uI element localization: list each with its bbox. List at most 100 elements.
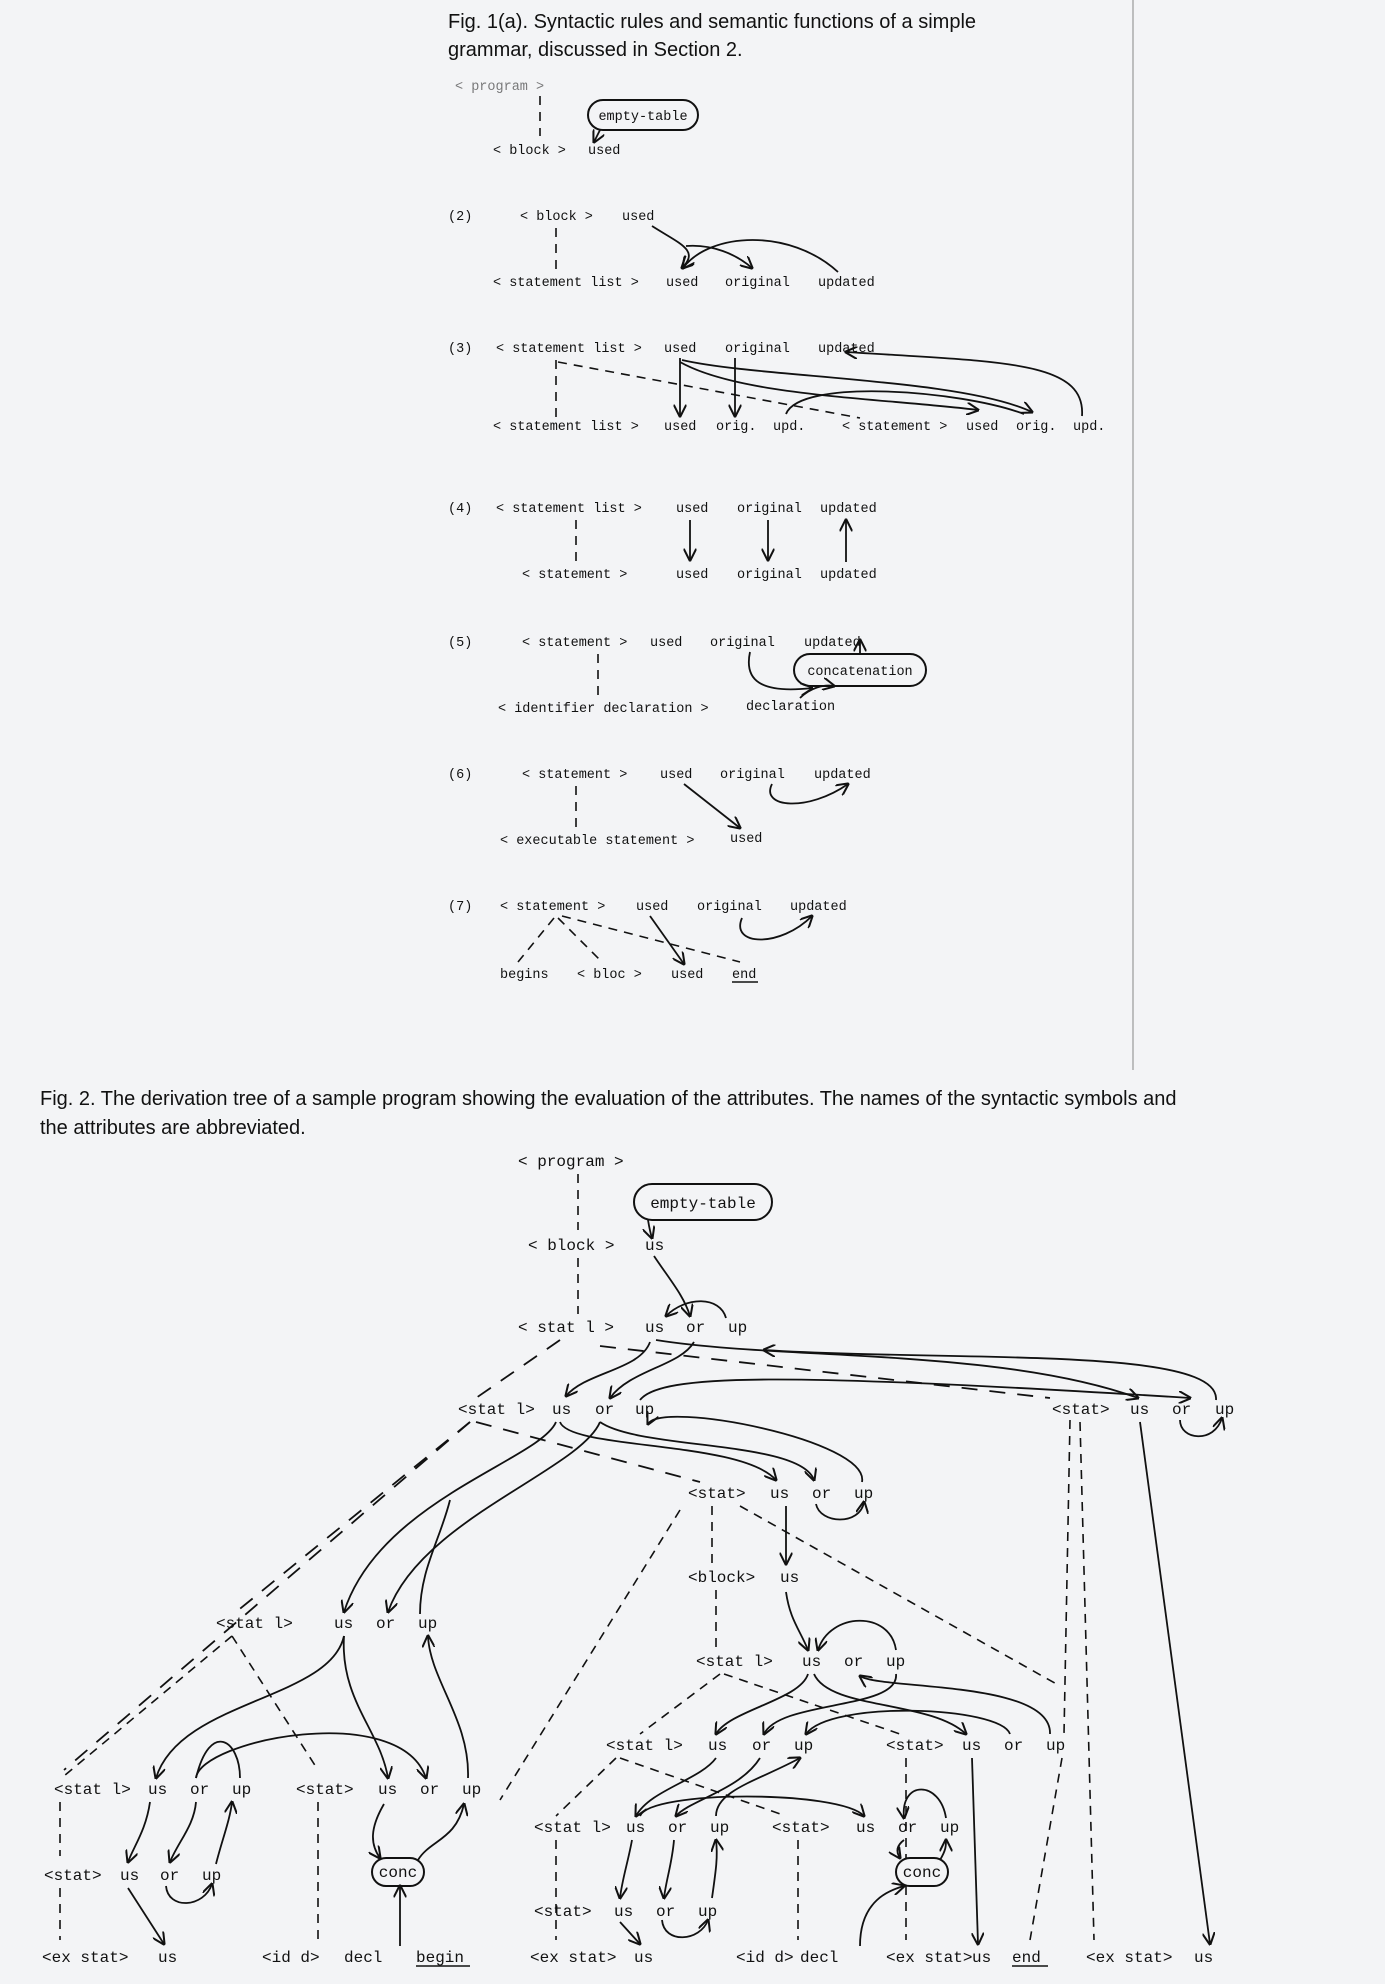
fig2-ex-stat-2-us: us — [634, 1949, 653, 1967]
rule3-number: (3) — [448, 342, 472, 357]
rule3-used: used — [664, 342, 696, 357]
fig2-stat-right: <stat> — [1052, 1401, 1110, 1419]
fig2-ex-stat-2: <ex stat> — [530, 1949, 616, 1967]
fig2-id-d-2: <id d> — [736, 1949, 794, 1967]
fig2-r5-or: or — [668, 1819, 687, 1837]
rule4-statement-list: < statement list > — [496, 502, 642, 517]
fig2-stat-l-b1: <stat l> — [696, 1653, 773, 1671]
rule2-number: (2) — [448, 210, 472, 225]
fig1-rule4: (4) < statement list > used original upd… — [448, 502, 877, 583]
fig2-ex-stat-1: <ex stat> — [42, 1949, 128, 1967]
fig2-r4b-or: or — [1004, 1737, 1023, 1755]
fig2-r6-or: or — [656, 1903, 675, 1921]
fig2-caption-line1: Fig. 2. The derivation tree of a sample … — [40, 1088, 1177, 1110]
rule3-upd-rhs1: upd. — [773, 420, 805, 435]
fig2-b1-or: or — [844, 1653, 863, 1671]
fig2-stat-r6: <stat> — [534, 1903, 592, 1921]
fig2-conc-left: conc — [379, 1864, 417, 1882]
rule3-updated: updated — [818, 342, 875, 357]
fig2-l4b-or: or — [420, 1781, 439, 1799]
fig2-r4-or: or — [752, 1737, 771, 1755]
fig2-stat-l-root: < stat l > — [518, 1319, 614, 1337]
fig2-stat-l-4: <stat l> — [54, 1781, 131, 1799]
fig2-stat-r4b: <stat> — [886, 1737, 944, 1755]
rule3-statement-list-rhs: < statement list > — [493, 420, 639, 435]
rule7-original: original — [697, 900, 762, 915]
fig2-ex-stat-4: <ex stat> — [1086, 1949, 1172, 1967]
fig2-l3-or: or — [376, 1615, 395, 1633]
rule7-updated: updated — [790, 900, 847, 915]
fig2-b1-up: up — [886, 1653, 905, 1671]
rule3-used-rhs1: used — [664, 420, 696, 435]
rule5-original: original — [710, 636, 775, 651]
fig2-l3-up: up — [418, 1615, 437, 1633]
rule2-statement-list: < statement list > — [493, 276, 639, 291]
rule5-statement: < statement > — [522, 636, 627, 651]
fig2-stat-l4b: <stat> — [296, 1781, 354, 1799]
rule2-used-rhs: used — [666, 276, 698, 291]
rule6-used: used — [660, 768, 692, 783]
fig2-decl-1: decl — [344, 1949, 382, 1967]
rule5-identifier-declaration: < identifier declaration > — [498, 702, 709, 717]
fig2-empty-table-label: empty-table — [650, 1195, 756, 1213]
rule3-original: original — [725, 342, 790, 357]
fig2-stat-l-2: <stat l> — [458, 1401, 535, 1419]
fig2-r6-us: us — [614, 1903, 633, 1921]
fig2-stat-l-3: <stat l> — [216, 1615, 293, 1633]
rule7-number: (7) — [448, 900, 472, 915]
fig2-l5-or: or — [160, 1867, 179, 1885]
rule5-updated: updated — [804, 636, 861, 651]
rule6-statement: < statement > — [522, 768, 627, 783]
rule7-used: used — [636, 900, 668, 915]
fig2-block: < block > — [528, 1237, 614, 1255]
fig2-l1-us: us — [645, 1319, 664, 1337]
rule5-declaration: declaration — [746, 700, 835, 715]
fig2-program: < program > — [518, 1153, 624, 1171]
rule4-used: used — [676, 502, 708, 517]
fig2-r6-up: up — [698, 1903, 717, 1921]
rule3-upd-rhs2: upd. — [1073, 420, 1105, 435]
rule2-original: original — [725, 276, 790, 291]
rule6-original: original — [720, 768, 785, 783]
fig2-block2: <block> — [688, 1569, 755, 1587]
fig2-block-us: us — [645, 1237, 664, 1255]
rule1-used: used — [588, 144, 620, 159]
fig2-r4-up: up — [794, 1737, 813, 1755]
rule7-used-rhs: used — [671, 968, 703, 983]
fig2-l5-us: us — [120, 1867, 139, 1885]
fig1-rule1: < program > empty-table < block > used — [455, 80, 699, 159]
fig1-rule5: (5) < statement > used original updated … — [448, 636, 927, 717]
fig2-r5b-us: us — [856, 1819, 875, 1837]
fig2-decl-2: decl — [800, 1949, 838, 1967]
rule1-block: < block > — [493, 144, 566, 159]
fig2-c-up: up — [854, 1485, 873, 1503]
fig2-stat-r5b: <stat> — [772, 1819, 830, 1837]
figure-1a: Fig. 1(a). Syntactic rules and semantic … — [448, 11, 1105, 983]
fig2-stat-l-r4: <stat l> — [606, 1737, 683, 1755]
fig2-r4b-us: us — [962, 1737, 981, 1755]
fig2-l1-or: or — [686, 1319, 705, 1337]
fig2-l2-us: us — [552, 1401, 571, 1419]
fig1-rule6: (6) < statement > used original updated … — [448, 768, 871, 849]
rule4-number: (4) — [448, 502, 472, 517]
rule7-statement: < statement > — [500, 900, 605, 915]
fig2-l1-up: up — [728, 1319, 747, 1337]
figure-2: Fig. 2. The derivation tree of a sample … — [40, 1088, 1234, 1967]
fig2-l4-up: up — [232, 1781, 251, 1799]
rule4-original-rhs: original — [737, 568, 802, 583]
fig2-r5b-or: or — [898, 1819, 917, 1837]
rule3-orig-rhs2: orig. — [1016, 420, 1057, 435]
fig2-l2-or: or — [595, 1401, 614, 1419]
fig2-l5-up: up — [202, 1867, 221, 1885]
fig2-ex-stat-1-us: us — [158, 1949, 177, 1967]
rule6-used-rhs: used — [730, 832, 762, 847]
fig2-conc-right: conc — [903, 1864, 941, 1882]
rule1-empty-table-box — [587, 99, 699, 131]
fig2-ex-stat-4-us: us — [1194, 1949, 1213, 1967]
fig2-l3-us: us — [334, 1615, 353, 1633]
rule4-original: original — [737, 502, 802, 517]
fig2-stat-l-r5: <stat l> — [534, 1819, 611, 1837]
fig2-r4b-up: up — [1046, 1737, 1065, 1755]
fig2-conc-right-box — [895, 1857, 949, 1887]
